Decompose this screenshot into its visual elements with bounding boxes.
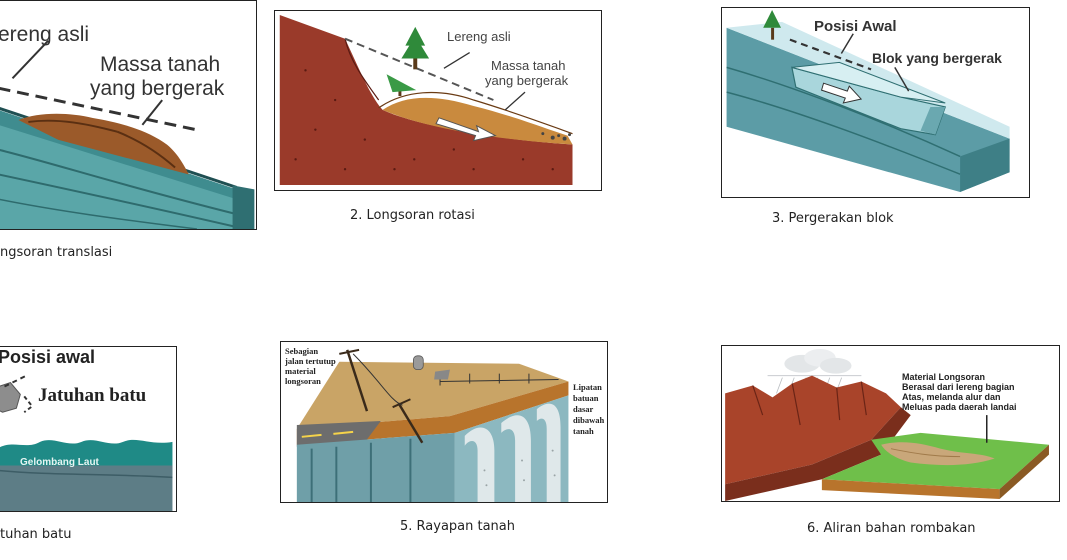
panel-rotational-slide: Lereng asli Massa tanah yang bergerak — [274, 10, 602, 191]
note-road-covered: Sebagian jalan tertutup material longsor… — [285, 346, 336, 386]
label-start-position: Posisi Awal — [814, 18, 897, 35]
rotational-slide-illustration — [275, 11, 601, 190]
panel-debris-flow: Material Longsoran Berasal dari lereng b… — [721, 345, 1060, 502]
block-slide-illustration — [722, 8, 1029, 197]
note-road-covered-line: jalan tertutup — [285, 356, 336, 366]
label-moving-block: Blok yang bergerak — [872, 50, 1002, 66]
label-moving-mass-line2: yang bergerak — [90, 77, 225, 100]
note-debris-flow-line: Meluas pada daerah landai — [902, 402, 1017, 412]
note-road-covered-line: Sebagian — [285, 346, 319, 356]
caption-soil-creep: 5. Rayapan tanah — [400, 519, 516, 534]
rockfall-illustration — [0, 347, 176, 511]
caption-rotational-slide: 2. Longsoran rotasi — [350, 208, 475, 223]
note-debris-flow-line: Atas, melanda alur dan — [902, 392, 1001, 402]
caption-debris-flow: 6. Aliran bahan rombakan — [807, 521, 976, 536]
label-start-position: Posisi awal — [0, 347, 96, 367]
caption-translational-slide: ngsoran translasi — [0, 245, 113, 260]
note-road-covered-line: material — [285, 366, 316, 376]
tree-icon — [386, 74, 417, 97]
label-rockfall: Jatuhan batu — [38, 385, 147, 406]
caption-block-slide: 3. Pergerakan blok — [772, 211, 894, 226]
label-original-slope: Lereng asli — [447, 29, 511, 44]
note-bedrock-fold-line: Lipatan — [573, 382, 602, 392]
label-moving-mass-line1: Massa tanah — [100, 53, 221, 76]
note-bedrock-fold-line: dasar — [573, 404, 594, 414]
translational-slide-illustration — [0, 1, 256, 229]
note-debris-flow: Material Longsoran Berasal dari lereng b… — [902, 372, 1017, 412]
note-bedrock-fold-line: batuan — [573, 393, 599, 403]
note-road-covered-line: longsoran — [285, 376, 321, 386]
panel-soil-creep: Sebagian jalan tertutup material longsor… — [280, 341, 608, 503]
note-debris-flow-line: Berasal dari lereng bagian — [902, 382, 1015, 392]
caption-rockfall: tuhan batu — [0, 527, 72, 542]
note-bedrock-fold: Lipatan batuan dasar dibawah tanah — [573, 382, 604, 437]
label-original-slope: ereng asli — [0, 23, 90, 46]
note-bedrock-fold-line: tanah — [573, 426, 594, 436]
label-sea-wave: Gelombang Laut — [20, 457, 99, 468]
note-bedrock-fold-line: dibawah — [573, 415, 605, 425]
soil-creep-illustration — [282, 342, 606, 502]
panel-block-slide: Posisi Awal Blok yang bergerak — [721, 7, 1030, 198]
label-moving-mass-line2: yang bergerak — [485, 73, 569, 88]
cloud-icon — [767, 348, 862, 394]
debris-flow-illustration — [723, 346, 1058, 501]
tree-icon — [763, 9, 781, 40]
label-moving-mass-line1: Massa tanah — [491, 58, 566, 73]
panel-rockfall: Posisi awal Jatuhan batu Gelombang Laut — [0, 346, 177, 512]
panel-translational-slide: ereng asli Massa tanah yang bergerak — [0, 0, 257, 230]
tree-icon — [401, 26, 430, 70]
note-debris-flow-line: Material Longsoran — [902, 372, 986, 382]
